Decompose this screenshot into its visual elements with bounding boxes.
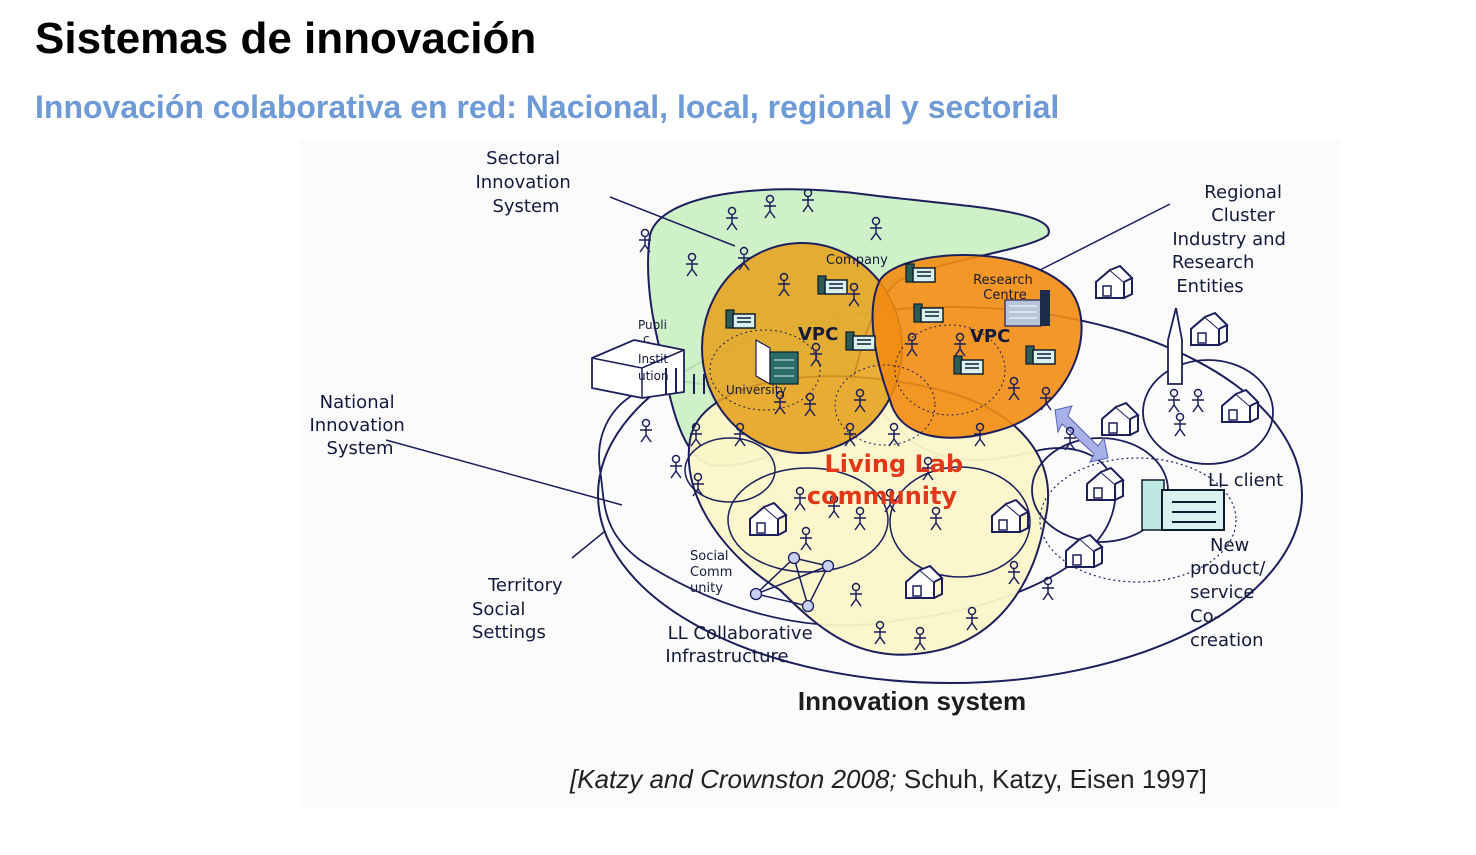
company-label: Company [826, 253, 888, 268]
living-lab-community-label: Living Lab community [807, 450, 972, 510]
tower-icon [1167, 307, 1183, 385]
citation-italic: [Katzy and Crownston 2008; [570, 764, 897, 794]
slide-title: Sistemas de innovación [35, 14, 537, 63]
house-icon [1095, 265, 1133, 299]
vpc-right-label: VPC [970, 326, 1010, 347]
slide-subtitle: Innovación colaborativa en red: Nacional… [35, 89, 1060, 125]
house-icon [1086, 467, 1124, 501]
public-institution-label: Publi c Instit ution [638, 318, 672, 383]
university-building-icon [755, 338, 799, 386]
house-icon [1221, 389, 1259, 423]
citation-normal: Schuh, Katzy, Eisen 1997] [896, 764, 1207, 794]
exchange-arrow-icon [1054, 405, 1109, 463]
social-community-label: Social Comm unity [690, 549, 737, 596]
diagram-caption: Innovation system [798, 686, 1026, 716]
citation: [Katzy and Crownston 2008; Schuh, Katzy,… [570, 764, 1207, 795]
innovation-system-diagram: Sectoral Innovation System Regional Clus… [300, 140, 1340, 808]
research-centre-building-icon [1004, 290, 1050, 327]
regional-cluster-label: Regional Cluster Industry and Research E… [1172, 182, 1292, 297]
public-institution-icon [591, 339, 705, 399]
diagram-canvas: Sectoral Innovation System Regional Clus… [309, 148, 1303, 716]
territory-social-settings-label: Territory Social Settings [472, 575, 568, 643]
social-community-network [749, 551, 835, 613]
ll-infrastructure-label: LL Collaborative Infrastructure [665, 623, 818, 667]
vpc-left-label: VPC [798, 324, 838, 345]
university-label: University [726, 383, 787, 397]
national-system-label: National Innovation System [309, 392, 410, 459]
sectoral-system-label: Sectoral Innovation System [475, 148, 576, 217]
house-icon [1190, 312, 1228, 346]
new-product-label: New product/ service Co- creation [1190, 535, 1271, 651]
research-centre-label: Research Centre [973, 273, 1037, 303]
house-icon [1065, 534, 1103, 568]
ll-client-building-icon [1141, 479, 1225, 531]
house-icon [1101, 402, 1139, 436]
ll-client-label: LL client [1208, 470, 1283, 491]
